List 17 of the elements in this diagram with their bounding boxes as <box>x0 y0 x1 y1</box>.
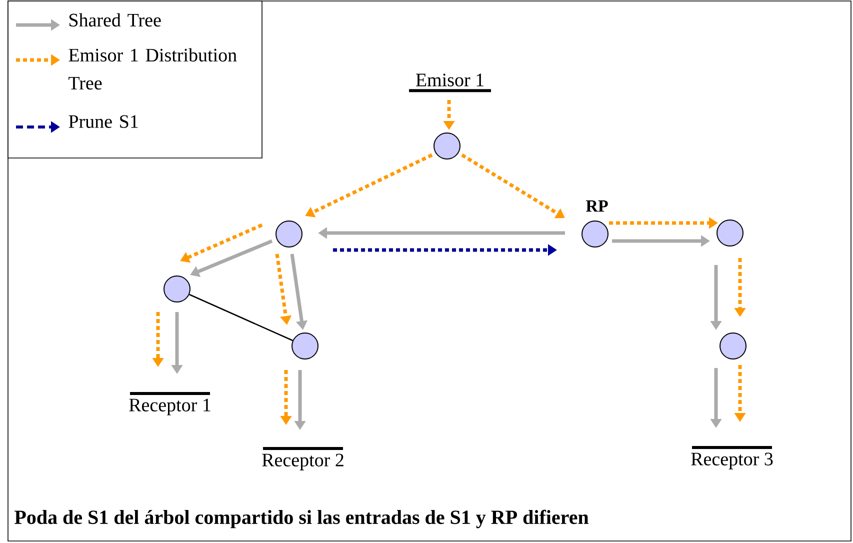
host-label: Receptor 1 <box>129 392 210 416</box>
connector-line <box>189 294 293 342</box>
caption: Poda de S1 del árbol compartido si las entradas de S1 y RP difieren <box>14 510 589 528</box>
host-label: Receptor 3 <box>691 446 773 470</box>
router-circle <box>276 220 302 248</box>
router-circle <box>716 220 744 246</box>
router-circle <box>582 220 608 248</box>
router-circle <box>292 332 318 360</box>
router-circle <box>434 132 460 160</box>
node-label: RP <box>586 200 608 212</box>
legend-text: Emisor 1 Distribution Tree <box>68 48 237 90</box>
host-label: Receptor 2 <box>262 447 344 470</box>
host-label: Emisor 1 <box>409 74 491 92</box>
router-circle <box>164 276 190 302</box>
router-circle <box>720 332 746 360</box>
legend-text: Prune S1 <box>68 115 138 128</box>
legend-text: Shared Tree <box>69 13 161 27</box>
